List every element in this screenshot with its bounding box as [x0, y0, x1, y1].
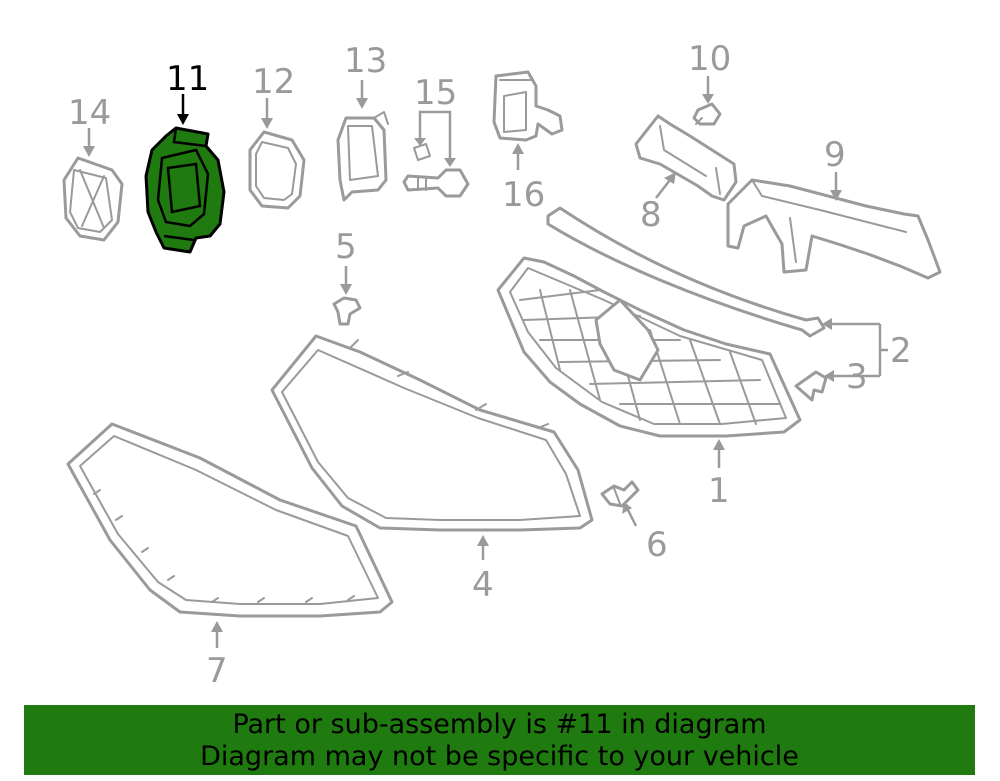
part-13-housing[interactable]: [336, 111, 389, 202]
info-banner: Part or sub-assembly is #11 in diagram D…: [24, 705, 975, 775]
part-10-bolt[interactable]: [692, 102, 722, 126]
callout-13: 13: [344, 41, 387, 81]
callout-8: 8: [640, 195, 662, 235]
callout-1: 1: [708, 471, 730, 511]
part-6-screw[interactable]: [600, 480, 640, 508]
banner-line-2: Diagram may not be specific to your vehi…: [200, 741, 799, 772]
part-16-sensor[interactable]: [492, 70, 564, 142]
callout-7: 7: [206, 651, 228, 691]
part-4-frame[interactable]: [270, 334, 594, 532]
part-1-grille[interactable]: [496, 256, 802, 438]
callout-15-leader: [414, 110, 456, 167]
callout-7-leader: [211, 621, 223, 648]
callout-9: 9: [824, 135, 846, 175]
banner-line-1: Part or sub-assembly is #11 in diagram: [232, 709, 767, 740]
callout-6-leader: [622, 502, 638, 527]
callout-9-leader: [830, 172, 842, 201]
callout-5: 5: [335, 227, 357, 267]
part-15-fasteners[interactable]: [402, 143, 470, 198]
part-3-clip[interactable]: [794, 370, 828, 402]
part-9-bracket[interactable]: [726, 178, 942, 280]
callout-16-leader: [512, 143, 524, 170]
part-7-molding[interactable]: [66, 422, 394, 618]
callout-8-leader: [655, 172, 676, 199]
callout-11-leader: [177, 94, 189, 125]
callout-16: 16: [502, 175, 545, 215]
part-14-emblem[interactable]: [62, 156, 124, 242]
callout-4: 4: [472, 565, 494, 605]
callout-11: 11: [166, 59, 209, 99]
callout-2-3-leader: [822, 318, 888, 382]
part-8-bracket[interactable]: [634, 114, 738, 202]
callout-12-leader: [261, 98, 273, 129]
callout-1-leader: [713, 439, 725, 468]
callout-14: 14: [68, 93, 111, 133]
callout-4-leader: [477, 535, 489, 560]
callout-15: 15: [414, 73, 457, 113]
callout-6: 6: [646, 525, 668, 565]
callout-12: 12: [252, 62, 295, 102]
callout-10: 10: [688, 39, 731, 79]
callout-2: 2: [890, 331, 912, 371]
part-11-bracket[interactable]: [144, 126, 226, 254]
part-12-gasket[interactable]: [248, 130, 306, 210]
callout-5-leader: [340, 266, 352, 295]
callout-13-leader: [356, 80, 368, 109]
callout-3: 3: [846, 357, 868, 397]
part-5-clip[interactable]: [332, 296, 362, 326]
callout-14-leader: [83, 128, 95, 157]
part-2-molding[interactable]: [546, 206, 826, 338]
callout-10-leader: [702, 76, 714, 104]
